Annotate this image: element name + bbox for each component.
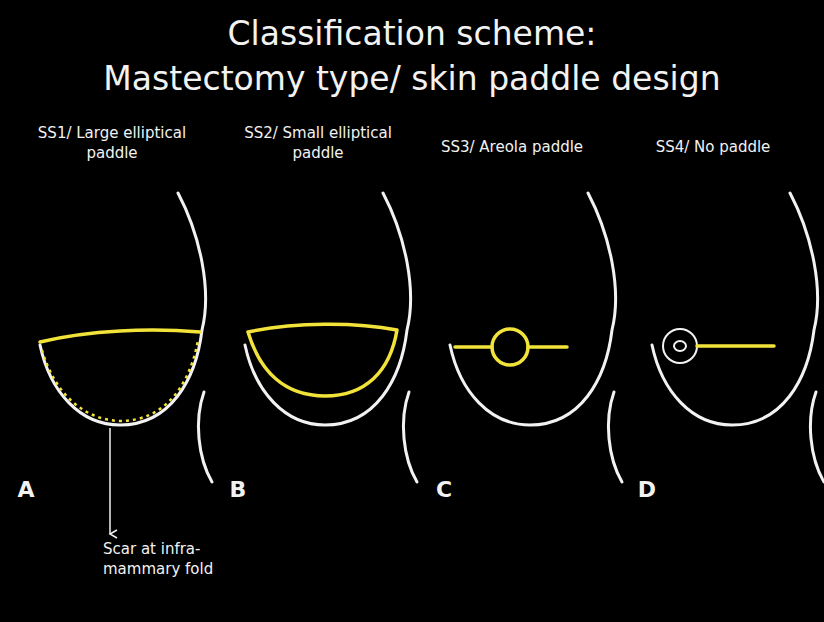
panel-c (450, 193, 622, 482)
panel-letter: B (223, 476, 253, 505)
panel-letter: C (429, 476, 459, 505)
panel-letter: D (632, 476, 662, 505)
type-label: SS1/ Large elliptical paddle (27, 124, 197, 163)
type-label: SS4/ No paddle (618, 138, 808, 158)
panel-b (245, 193, 417, 482)
title: Classification scheme: Mastectomy type/ … (0, 12, 824, 101)
type-label: SS3/ Areola paddle (412, 138, 612, 158)
type-label: SS2/ Small elliptical paddle (233, 124, 403, 163)
panel-d (652, 193, 824, 482)
panel-letter: A (11, 476, 41, 505)
scar-note: Scar at infra- mammary fold (103, 540, 221, 579)
panel-a (40, 193, 212, 534)
